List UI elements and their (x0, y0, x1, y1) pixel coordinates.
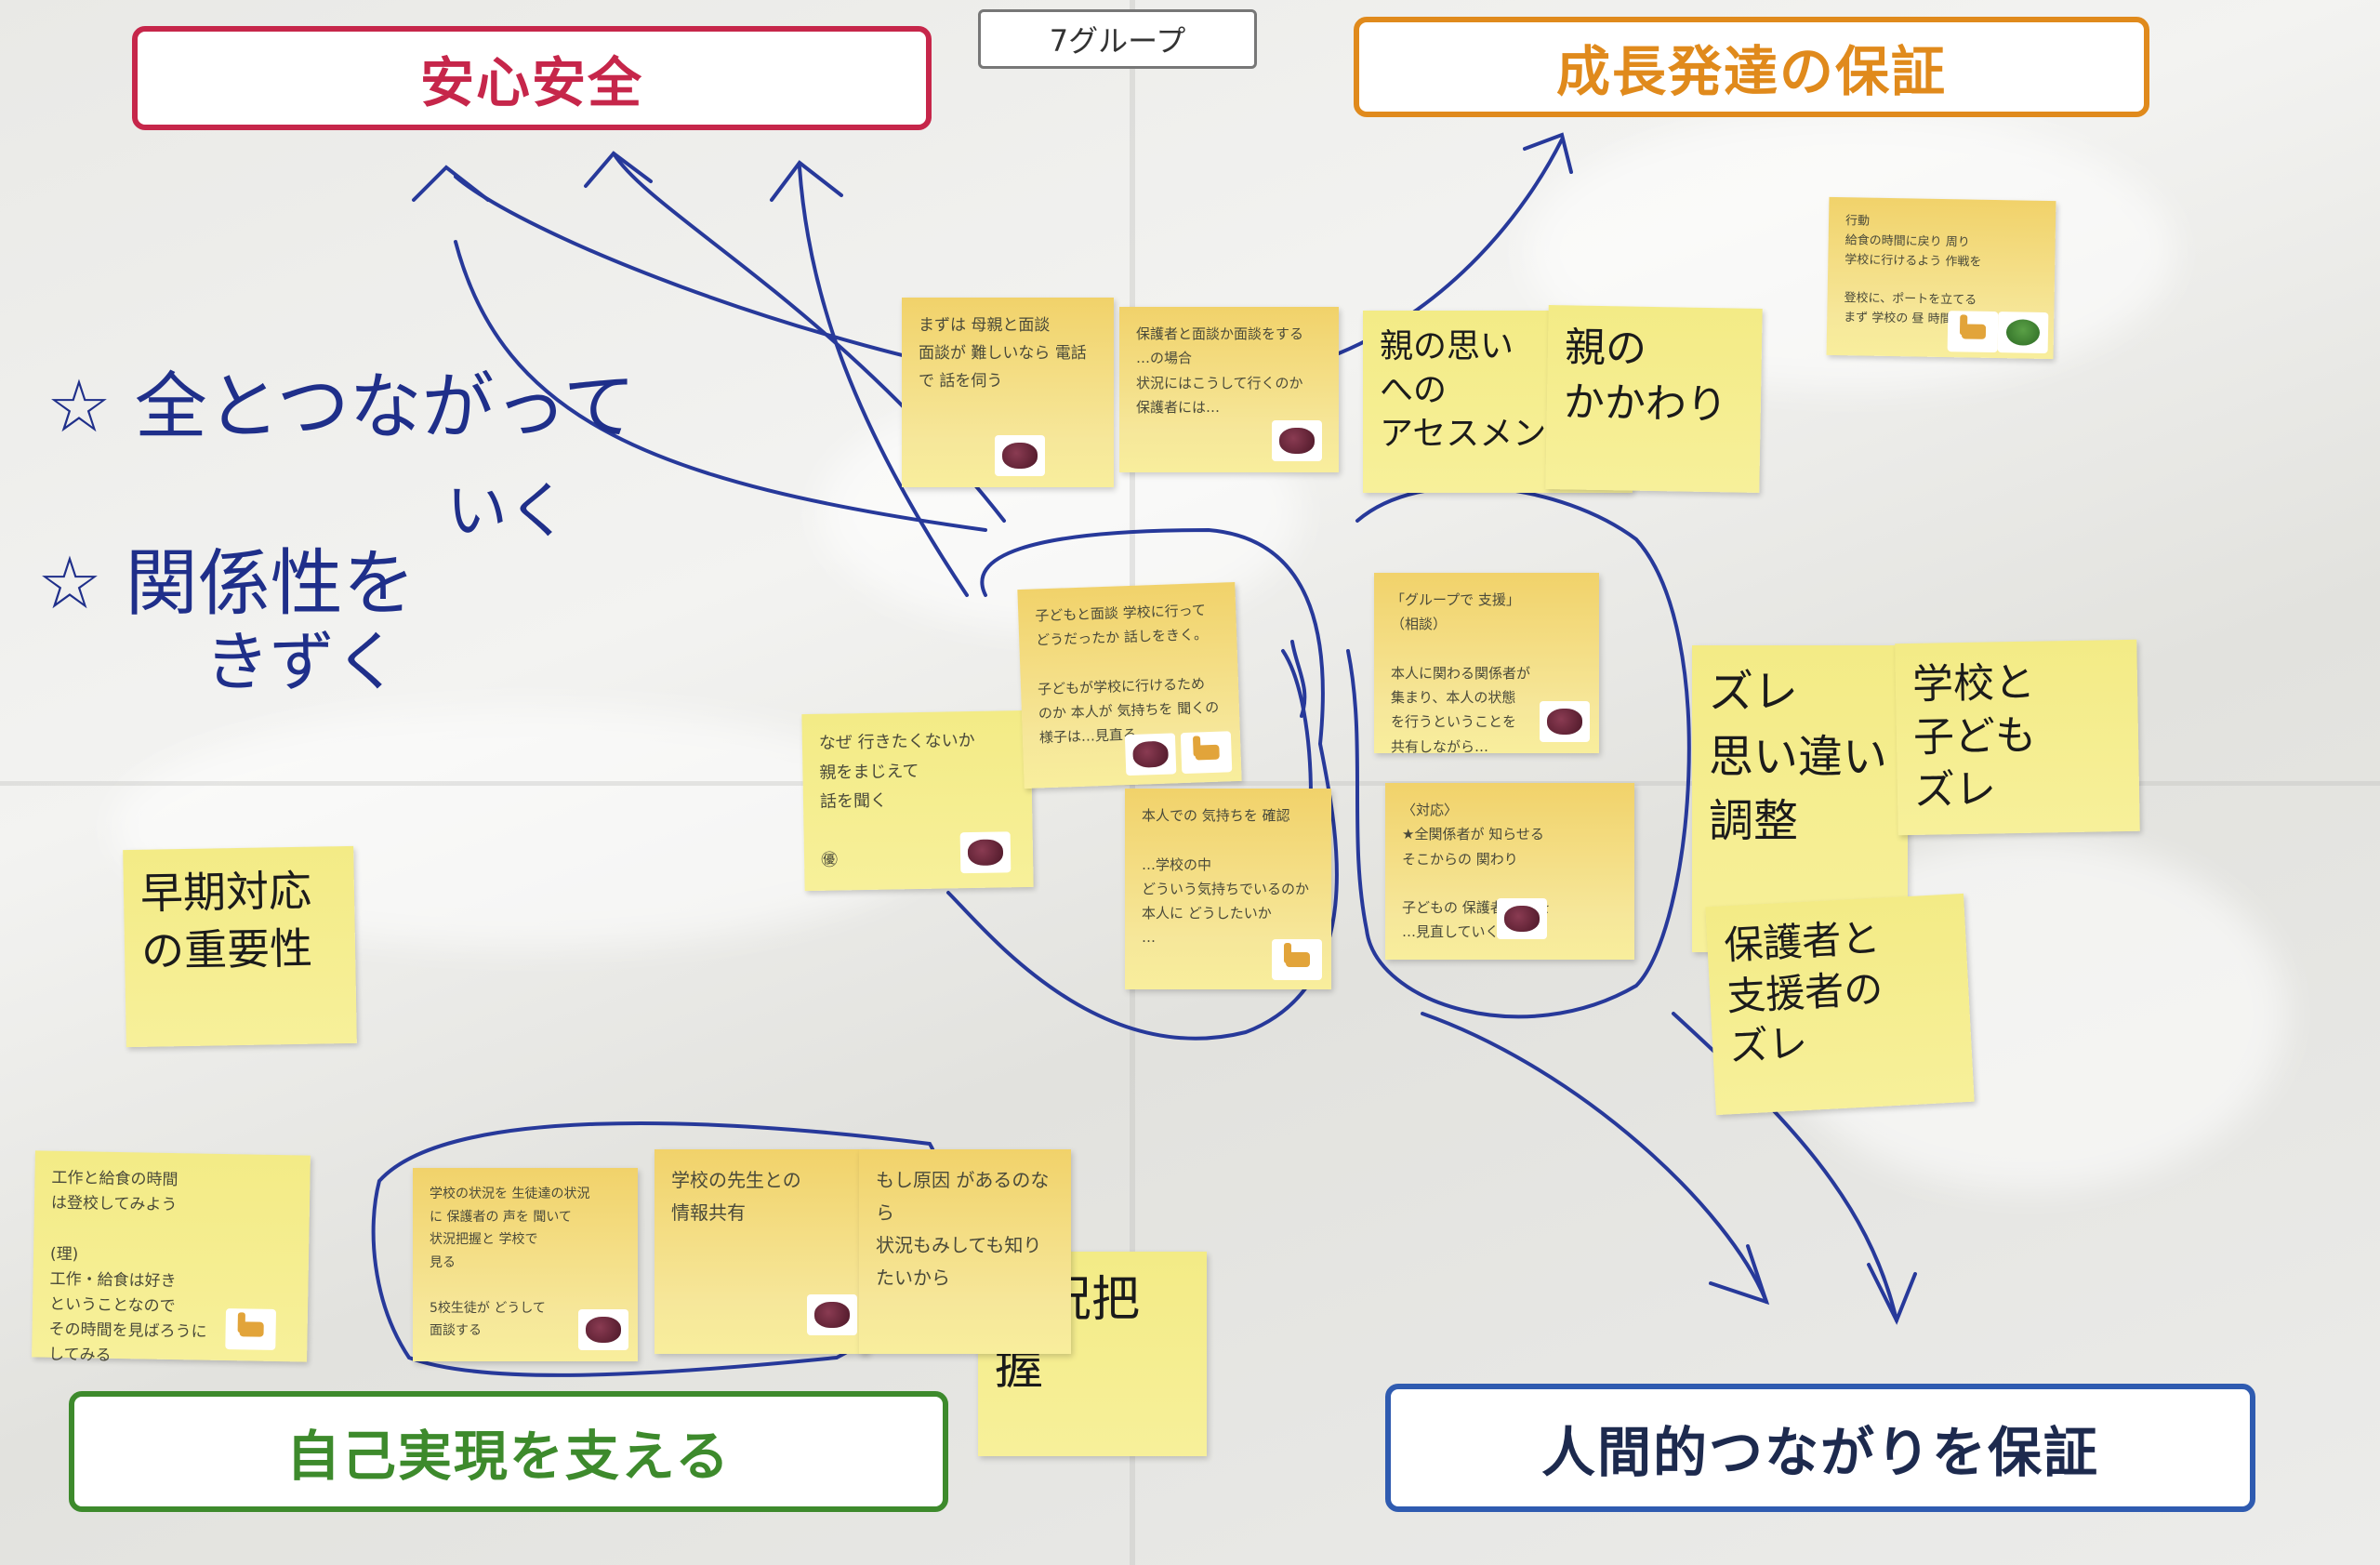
note-text: 親の かかわり (1563, 324, 1728, 430)
sticky-note-naze[interactable]: なぜ 行きたくないか 親をまじえて 話を聞く ㊝ (801, 710, 1034, 892)
sheet-fold (0, 781, 2380, 786)
label-anshin-anzen: 安心安全 (132, 26, 932, 130)
handwriting-line2b: きずく (205, 624, 400, 700)
note-text: もし原因 があるのなら 状況もみしても知り たいから (876, 1169, 1050, 1289)
label-jiko-jitsugen: 自己実現を支える (69, 1391, 948, 1512)
sticky-note-moshi[interactable]: もし原因 があるのなら 状況もみしても知り たいから (859, 1149, 1071, 1354)
grape-icon (814, 1302, 850, 1328)
grape-stamp (995, 435, 1045, 476)
label-text: 人間的つながりを保証 (1540, 1421, 2099, 1484)
note-text: 学校の先生との 情報共有 (671, 1169, 801, 1224)
grape-stamp (1540, 701, 1590, 742)
sticky-note-taiou[interactable]: 〈対応〉 ★全関係者が 知らせる そこからの 関わり 子どもの 保護者 状況を … (1385, 783, 1634, 960)
note-text: ズレ 思い違い 調整 (1709, 666, 1888, 848)
handwriting-line1b: いく (446, 475, 569, 547)
sticky-note-hogosha-zure[interactable]: 保護者と 支援者の ズレ (1705, 893, 1975, 1116)
sticky-note-gakko-kodomo[interactable]: 学校と 子ども ズレ (1895, 639, 2140, 836)
note-text: 保護者と 支援者の ズレ (1723, 914, 1884, 1070)
note-text: 〈対応〉 ★全関係者が 知らせる そこからの 関わり 子どもの 保護者 状況を … (1402, 802, 1551, 941)
frog-stamp (1997, 312, 2049, 354)
sticky-note-kodomo-mendan[interactable]: 子どもと面談 学校に行って どうだったか 話しをきく。 子どもが学校に行けるため… (1017, 581, 1242, 789)
sticky-note-oya-kakawari[interactable]: 親の かかわり (1545, 305, 1763, 493)
label-text: 自己実現を支える (285, 1425, 732, 1488)
note-text: 子どもと面談 学校に行って どうだったか 話しをきく。 子どもが学校に行けるため… (1035, 602, 1220, 747)
sticky-note-hogosha-mendan[interactable]: 保護者と面談か面談をする …の場合 状況にはこうして行くのか 保護者には… (1119, 307, 1339, 472)
grape-stamp (1272, 420, 1322, 461)
grape-stamp (807, 1294, 857, 1335)
grape-stamp (1124, 733, 1177, 776)
grape-stamp (1497, 898, 1547, 939)
group-tag: 7グループ (978, 9, 1257, 69)
sticky-note-soukitaiou[interactable]: 早期対応 の重要性 (123, 845, 357, 1048)
note-text: 学校と 子ども ズレ (1911, 658, 2037, 816)
sticky-note-honnin[interactable]: 本人での 気持ちを 確認 …学校の中 どういう気持ちでいるのか 本人に どうした… (1125, 789, 1331, 989)
grape-icon (586, 1317, 621, 1343)
note-text: 本人での 気持ちを 確認 …学校の中 どういう気持ちでいるのか 本人に どうした… (1142, 807, 1310, 947)
giraffe-stamp (1272, 939, 1322, 980)
note-text: まずは 母親と面談 面談が 難しいなら 電話 で 話を伺う (919, 316, 1087, 391)
note-text: 親の思い への アセスメント (1380, 327, 1580, 453)
grape-stamp (578, 1309, 628, 1350)
note-text: 学校の状況を 生徒達の状況 に 保護者の 声を 聞いて 状況把握と 学校で 見る… (430, 1187, 590, 1338)
grape-icon (1547, 709, 1582, 735)
sticky-note-sensei[interactable]: 学校の先生との 情報共有 (654, 1149, 868, 1354)
grape-icon (1132, 740, 1170, 768)
giraffe-stamp (225, 1308, 277, 1350)
sticky-note-kyushoku[interactable]: 工作と給食の時間 は登校してみよう (理) 工作・給食は好き ということなので … (32, 1150, 311, 1365)
label-ningen-tsunagari: 人間的つながりを保証 (1385, 1384, 2255, 1512)
note-text: 保護者と面談か面談をする …の場合 状況にはこうして行くのか 保護者には… (1136, 325, 1304, 416)
note-text: 早期対応 の重要性 (139, 865, 313, 976)
giraffe-icon (1280, 943, 1314, 976)
grape-stamp (959, 831, 1012, 874)
giraffe-stamp (1180, 731, 1233, 775)
giraffe-stamp (1947, 311, 1999, 353)
group-tag-text: 7グループ (1049, 23, 1186, 59)
grape-icon (967, 839, 1004, 867)
giraffe-icon (1956, 314, 1990, 349)
note-text: 「グループで 支援」 （相談） 本人に関わる関係者が 集まり、本人の状態 を行う… (1391, 591, 1531, 755)
handwriting-line2: ☆ 関係性を (37, 542, 416, 626)
sticky-note-mazu-oya[interactable]: まずは 母親と面談 面談が 難しいなら 電話 で 話を伺う (902, 298, 1114, 487)
frog-icon (2005, 319, 2041, 346)
label-text: 安心安全 (419, 51, 643, 114)
label-text: 成長発達の保証 (1555, 40, 1947, 103)
giraffe-icon (233, 1312, 268, 1346)
sticky-note-group-shien[interactable]: 「グループで 支援」 （相談） 本人に関わる関係者が 集まり、本人の状態 を行う… (1374, 573, 1599, 755)
sticky-note-gakko-jokyo[interactable]: 学校の状況を 生徒達の状況 に 保護者の 声を 聞いて 状況把握と 学校で 見る… (413, 1168, 638, 1361)
grape-icon (1504, 906, 1540, 932)
grape-icon (1002, 443, 1038, 469)
giraffe-icon (1189, 736, 1223, 770)
sticky-note-top-right[interactable]: 行動 給食の時間に戻り 周り 学校に行けるよう 作戦を 登校に、ポートを立てる … (1826, 196, 2056, 360)
handwriting-line1: ☆ 全とつながって (46, 365, 636, 449)
label-seicho-hattatsu: 成長発達の保証 (1354, 17, 2149, 117)
grape-icon (1279, 428, 1315, 454)
